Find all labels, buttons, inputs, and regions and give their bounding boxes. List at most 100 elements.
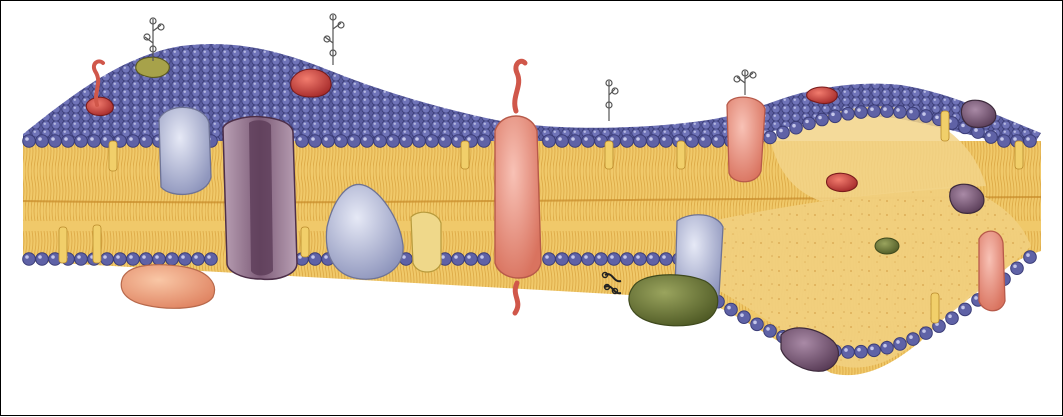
lipid-head-highlight xyxy=(610,255,614,259)
red-protein-top-middle xyxy=(291,69,331,97)
lipid-head xyxy=(400,135,413,148)
lipid-head xyxy=(621,135,634,148)
lipid-head-highlight xyxy=(324,137,328,141)
lipid-head-highlight xyxy=(1013,137,1017,141)
lipid-head-highlight xyxy=(961,306,965,310)
lipid-head-highlight xyxy=(701,137,705,141)
pink-protein-right xyxy=(727,97,765,182)
lipid-head xyxy=(192,253,205,266)
lipid-head-highlight xyxy=(25,137,29,141)
lipid-head-highlight xyxy=(636,137,640,141)
lipid-head xyxy=(49,135,62,148)
lipid-head-highlight xyxy=(38,137,42,141)
lipid-head-highlight xyxy=(311,137,315,141)
lipid-head-highlight xyxy=(818,116,822,120)
lipid-head-highlight xyxy=(103,255,107,259)
lipid-head xyxy=(1024,251,1037,264)
lipid-head xyxy=(374,135,387,148)
lipid-head-highlight xyxy=(610,137,614,141)
lipid-head-highlight xyxy=(571,137,575,141)
lipid-head xyxy=(751,318,764,331)
lipid-head xyxy=(205,253,218,266)
lipid-head-highlight xyxy=(870,347,874,351)
lipid-head xyxy=(23,135,36,148)
lipid-head-highlight xyxy=(168,255,172,259)
lipid-head-highlight xyxy=(1026,253,1030,257)
lipid-head xyxy=(790,121,803,134)
lipid-head-highlight xyxy=(90,137,94,141)
lipid-head xyxy=(140,135,153,148)
lipid-head xyxy=(62,135,75,148)
lipid-head-highlight xyxy=(324,255,328,259)
lipid-head xyxy=(101,253,114,266)
lipid-head xyxy=(855,345,868,358)
lipid-head xyxy=(1011,262,1024,275)
lipid-head xyxy=(114,253,127,266)
lipid-head-highlight xyxy=(675,137,679,141)
lipid-head-highlight xyxy=(935,115,939,119)
lipid-head-highlight xyxy=(103,137,107,141)
lipid-head-highlight xyxy=(467,137,471,141)
lipid-head-highlight xyxy=(844,348,848,352)
lipid-head-highlight xyxy=(298,137,302,141)
lipid-head-highlight xyxy=(389,137,393,141)
lipid-head-highlight xyxy=(181,255,185,259)
lipid-head xyxy=(829,110,842,123)
lipid-head xyxy=(556,135,569,148)
lipid-head xyxy=(1024,135,1037,148)
lipid-head xyxy=(478,253,491,266)
lipid-head xyxy=(647,253,660,266)
lipid-head-highlight xyxy=(857,108,861,112)
lipid-head xyxy=(634,135,647,148)
lipid-head xyxy=(777,126,790,139)
lipid-head xyxy=(660,253,673,266)
lipid-head xyxy=(634,253,647,266)
lipid-head-highlight xyxy=(545,137,549,141)
lipid-head-highlight xyxy=(480,255,484,259)
lipid-head-highlight xyxy=(870,107,874,111)
lipid-head xyxy=(946,312,959,325)
lipid-head-highlight xyxy=(584,137,588,141)
lipid-head-highlight xyxy=(51,255,55,259)
lipid-head xyxy=(803,117,816,130)
lipid-head xyxy=(335,135,348,148)
lipid-head-highlight xyxy=(142,255,146,259)
lipid-head-highlight xyxy=(441,137,445,141)
lavender-protein-1 xyxy=(159,107,211,194)
lipid-head-highlight xyxy=(38,255,42,259)
lipid-head xyxy=(309,253,322,266)
lipid-head-highlight xyxy=(883,107,887,111)
lipid-head-highlight xyxy=(896,108,900,112)
lipid-head xyxy=(894,106,907,119)
lipid-head-highlight xyxy=(896,340,900,344)
lipid-head xyxy=(725,303,738,316)
lipid-head xyxy=(88,135,101,148)
lipid-head-highlight xyxy=(961,124,965,128)
lipid-head xyxy=(920,110,933,123)
lipid-head-highlight xyxy=(792,124,796,128)
lipid-head-highlight xyxy=(766,327,770,331)
lipid-head-highlight xyxy=(688,137,692,141)
lipid-head-highlight xyxy=(25,255,29,259)
lipid-head-highlight xyxy=(597,255,601,259)
lipid-head-highlight xyxy=(883,344,887,348)
lipid-head xyxy=(322,135,335,148)
olive-protein xyxy=(603,273,718,326)
lipid-head-highlight xyxy=(116,255,120,259)
lipid-head xyxy=(842,346,855,359)
lipid-head-highlight xyxy=(1000,137,1004,141)
lipid-head-highlight xyxy=(64,137,68,141)
lipid-head-highlight xyxy=(1013,264,1017,268)
lipid-head xyxy=(36,135,49,148)
lipid-head xyxy=(426,135,439,148)
lipid-head xyxy=(153,253,166,266)
lipid-head xyxy=(608,253,621,266)
lipid-head-highlight xyxy=(311,255,315,259)
lipid-head xyxy=(621,253,634,266)
lipid-head xyxy=(75,253,88,266)
lipid-head-highlight xyxy=(77,137,81,141)
lipid-head-highlight xyxy=(207,255,211,259)
lipid-head xyxy=(868,344,881,357)
lipid-head xyxy=(959,303,972,316)
